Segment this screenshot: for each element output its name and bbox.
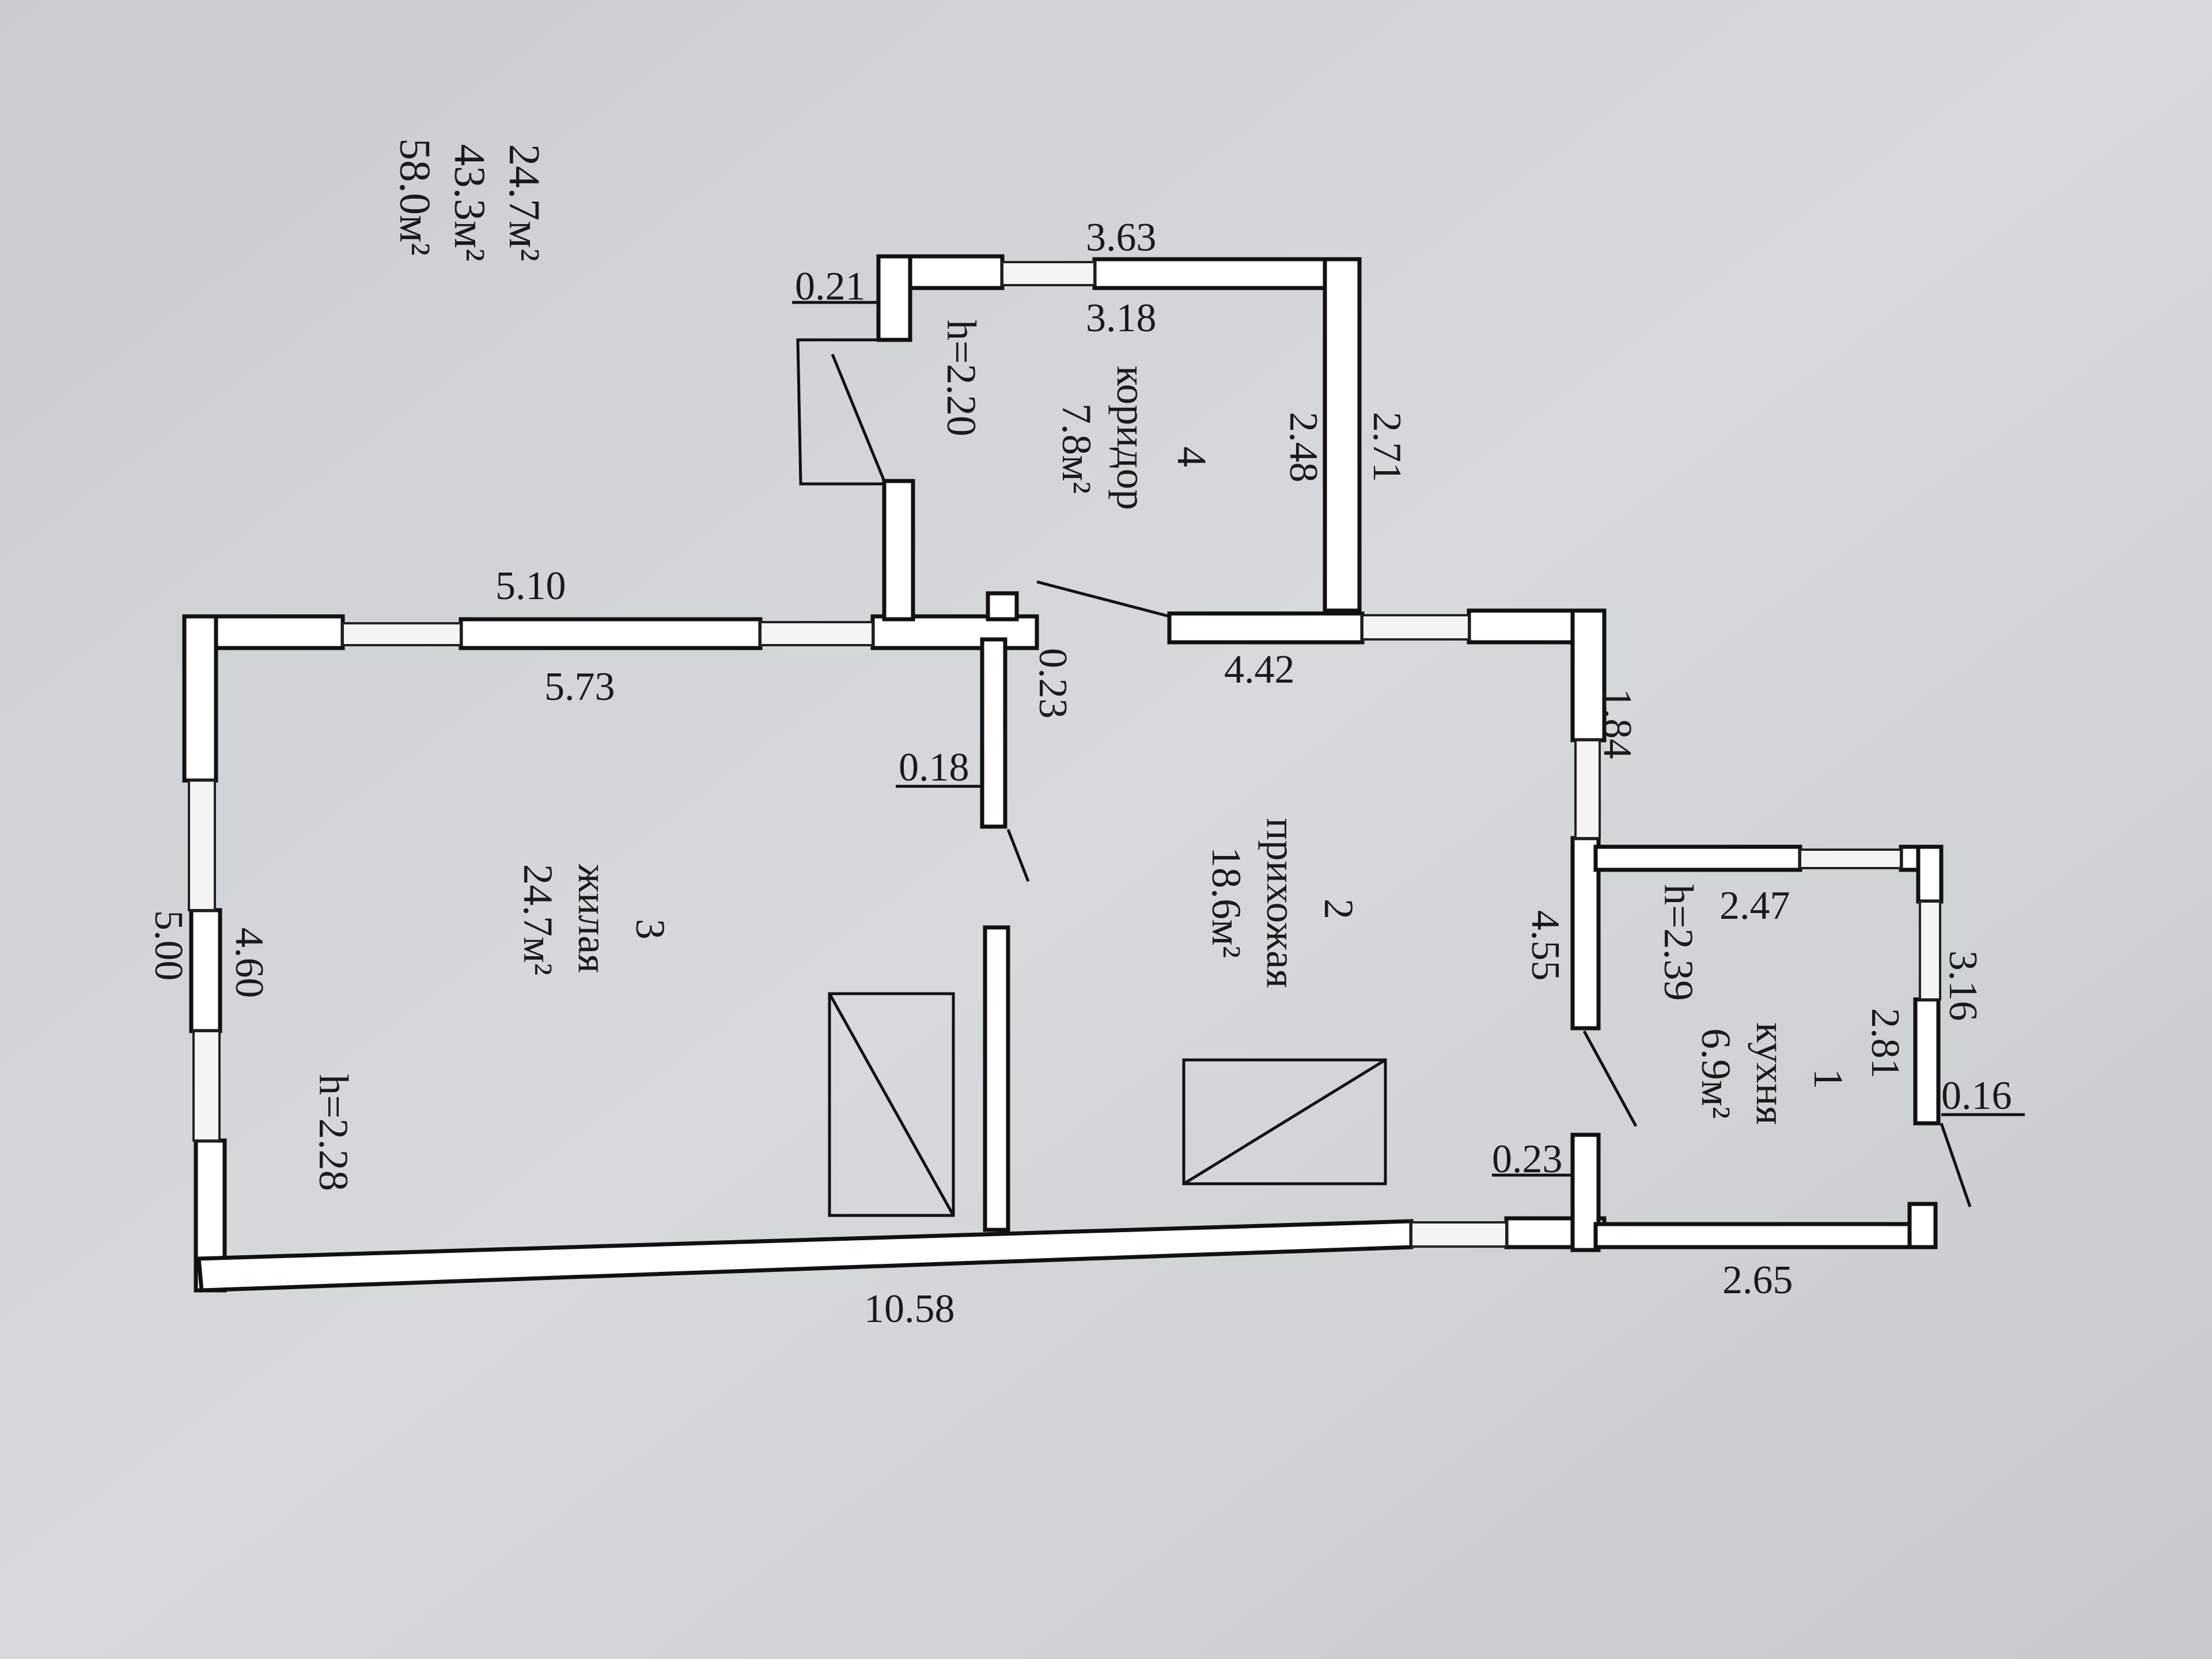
door-swing-outer <box>1940 1123 1972 1207</box>
room-4-name: коридор <box>1108 366 1154 510</box>
windows <box>188 261 1941 1248</box>
dim-3-16: 3.16 <box>1941 950 1985 1021</box>
dim-1-84: 1.84 <box>1595 688 1639 759</box>
total-living-area: 24.7м² <box>500 144 548 262</box>
stove-hall <box>1182 1058 1387 1185</box>
kitchen-bottom-stub <box>1907 1202 1938 1249</box>
room-1-height: h=2.39 <box>1656 884 1702 1001</box>
room-3-height: h=2.28 <box>310 1074 357 1191</box>
room-2-area: 18.6м² <box>1203 847 1249 958</box>
total-area: 58.0м² <box>391 138 439 256</box>
room-1-area: 6.9м² <box>1693 1028 1739 1119</box>
window-kitchen-top <box>1799 849 1902 869</box>
door-swing-corridor <box>1036 580 1170 618</box>
stove-hall-diagonal <box>1183 1058 1387 1185</box>
room-4-height: h=2.20 <box>938 320 984 437</box>
window-kitchen-right <box>1919 900 1941 1001</box>
window-hall-right <box>1574 739 1601 839</box>
room-3-name: жилая <box>570 863 616 973</box>
stove-living <box>828 992 955 1217</box>
room-1-number: 1 <box>1805 1069 1851 1089</box>
dim-2-71: 2.71 <box>1365 412 1409 483</box>
door-swing-kitchen <box>1582 1030 1638 1127</box>
fixtures <box>828 992 1387 1217</box>
dim-0-16: 0.16 <box>1941 1074 2012 1118</box>
stove-living-diagonal <box>828 993 955 1217</box>
dim-3-18: 3.18 <box>1086 296 1157 340</box>
dim-3-63: 3.63 <box>1086 215 1157 260</box>
partition-lower <box>983 925 1010 1232</box>
area-totals: 24.7м² 43.3м² 58.0м² <box>391 138 548 262</box>
window-top-2 <box>759 621 874 646</box>
wall-top-mid <box>459 617 763 650</box>
dim-4-55: 4.55 <box>1523 910 1567 981</box>
dim-0-23b: 0.23 <box>1492 1137 1563 1181</box>
corridor-left-lower <box>882 479 915 622</box>
room-2-name: прихожая <box>1258 818 1304 988</box>
dim-10-58: 10.58 <box>864 1287 955 1331</box>
room-2-number: 2 <box>1316 899 1362 919</box>
room-4-area: 7.8м² <box>1054 403 1100 494</box>
corridor-bottom <box>1167 611 1365 645</box>
corridor-left-stub <box>876 254 912 342</box>
room-labels: 4 коридор 7.8м² h=2.20 3 жилая 24.7м² h=… <box>310 320 1851 1191</box>
window-corridor-top <box>1001 261 1096 286</box>
window-left-2 <box>192 1030 221 1142</box>
window-left-1 <box>188 779 216 911</box>
partition-cap <box>986 591 1019 622</box>
room-3-number: 3 <box>627 919 673 940</box>
dim-4-60: 4.60 <box>227 927 271 998</box>
entry-porch <box>796 338 884 486</box>
kitchen-right-upper <box>1916 844 1944 904</box>
dim-5-10: 5.10 <box>495 564 566 608</box>
corridor-right <box>1323 257 1362 613</box>
wall-left-upper <box>182 614 218 783</box>
dim-0-21: 0.21 <box>795 264 866 309</box>
dim-5-00: 5.00 <box>146 910 191 981</box>
dim-5-73: 5.73 <box>544 665 615 709</box>
window-top-1 <box>342 622 462 646</box>
dim-4-42: 4.42 <box>1224 647 1295 692</box>
room-4-number: 4 <box>1169 446 1215 467</box>
dim-0-23a: 0.23 <box>1031 648 1075 719</box>
dimension-leaders <box>792 301 2025 1177</box>
room-3-area: 24.7м² <box>515 864 561 975</box>
dim-2-65: 2.65 <box>1722 1258 1793 1302</box>
dim-0-18: 0.18 <box>899 745 969 790</box>
kitchen-top <box>1593 844 1802 872</box>
dimension-labels: 3.63 3.18 0.21 2.48 2.71 5.10 5.73 4.42 … <box>146 215 2012 1331</box>
room-1-name: кухня <box>1748 1022 1794 1125</box>
dim-2-47: 2.47 <box>1719 884 1790 928</box>
window-bottom <box>1410 1221 1508 1248</box>
corridor-top-right <box>1092 257 1362 290</box>
door-swing-entry <box>831 354 886 482</box>
dim-2-81: 2.81 <box>1863 1008 1907 1079</box>
door-swing-living <box>1006 829 1030 882</box>
wall-left-mid <box>189 908 222 1033</box>
kitchen-right-lower <box>1913 997 1941 1126</box>
door-swings <box>796 338 1972 1207</box>
window-corridor-right <box>1361 614 1470 641</box>
partition-upper <box>980 637 1007 829</box>
dim-2-48: 2.48 <box>1281 412 1325 483</box>
kitchen-bottom <box>1593 1222 1938 1249</box>
total-useful-area: 43.3м² <box>445 144 494 262</box>
